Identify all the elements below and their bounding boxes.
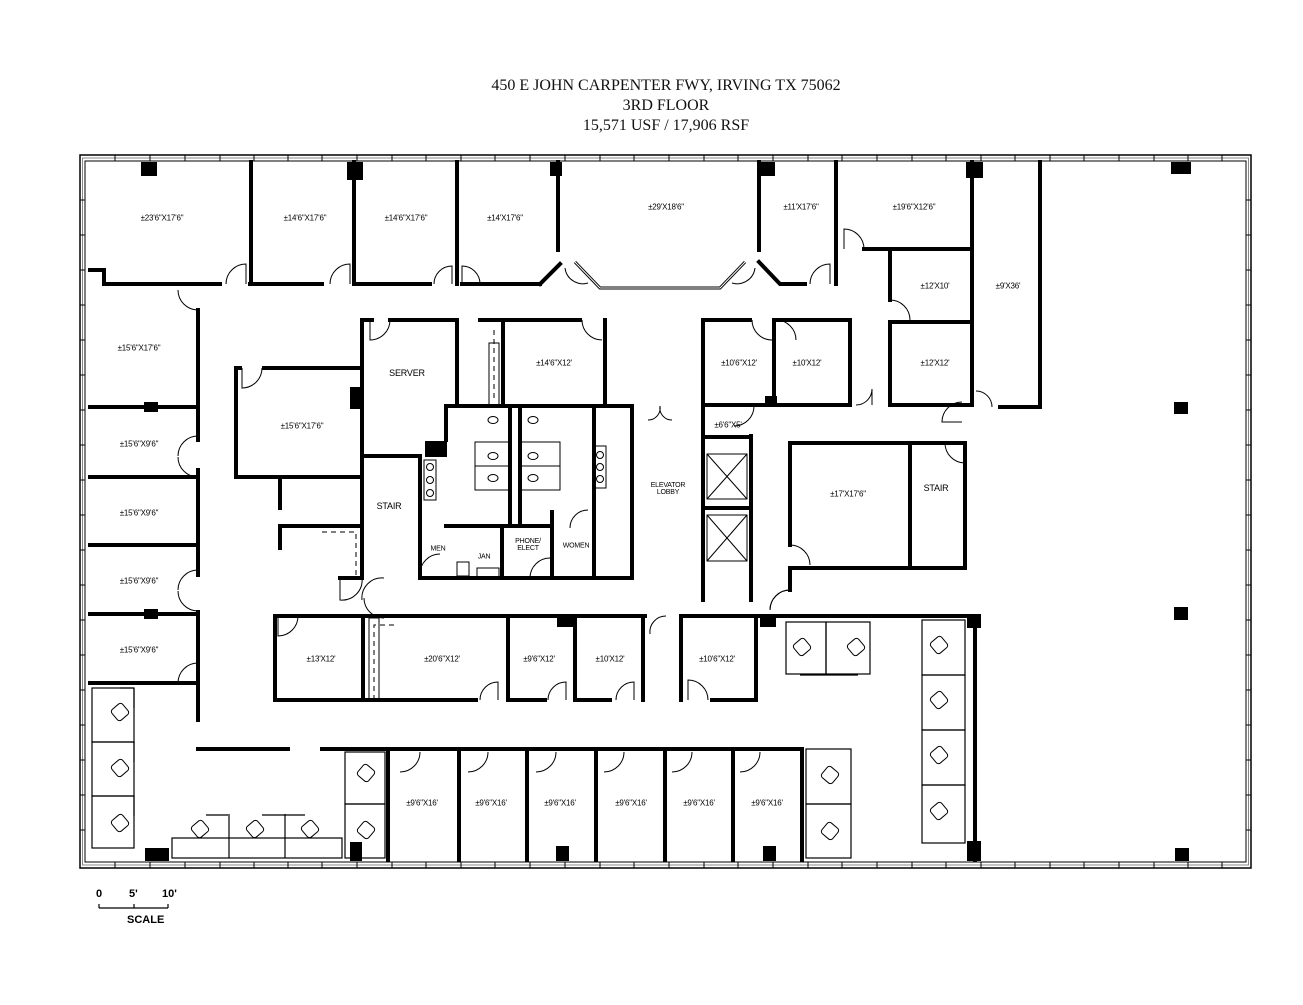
room-label-office-interior-w: ±15'6"X17'6" <box>280 421 324 431</box>
room-label-conference-north: ±29'X18'6" <box>648 202 684 212</box>
window-mullions <box>80 155 1251 868</box>
scale-legend: 0 5' 10' SCALE <box>88 888 188 938</box>
room-label-office-s1: ±9'6"X16' <box>406 798 438 808</box>
room-label-office-n4: ±14'X17'6" <box>487 213 523 223</box>
room-label-office-9-6x12: ±9'6"X12' <box>523 654 555 664</box>
room-label-office-n2: ±14'6"X17'6" <box>283 213 327 223</box>
room-label-office-10x12-s: ±10'X12' <box>595 654 625 664</box>
scale-label: SCALE <box>127 914 165 926</box>
room-label-office-12x10: ±12'X10' <box>920 281 950 291</box>
room-label-men: MEN <box>430 545 446 553</box>
interior-walls <box>88 160 1042 862</box>
room-label-office-13x12: ±13'X12' <box>306 654 336 664</box>
room-label-office-nw-corner: ±23'6"X17'6" <box>140 213 184 223</box>
address-title: 450 E JOHN CARPENTER FWY, IRVING TX 7506… <box>491 77 841 94</box>
room-label-office-10x12-n: ±10'X12' <box>792 358 822 368</box>
scale-tick-5: 5' <box>129 888 138 900</box>
room-label-women: WOMEN <box>562 542 590 550</box>
room-label-office-s3: ±9'6"X16' <box>544 798 576 808</box>
room-label-office-n6: ±11'X17'6" <box>783 202 819 212</box>
room-label-server: SERVER <box>389 368 425 378</box>
room-label-office-10-6x12-n: ±10'6"X12' <box>721 358 757 368</box>
workstations <box>91 619 966 859</box>
room-label-closet-6x5: ±6'6"X5' <box>714 420 742 430</box>
exterior-wall <box>79 154 1252 869</box>
room-label-office-14x12: ±14'6"X12' <box>536 358 572 368</box>
room-label-office-s4: ±9'6"X16' <box>615 798 647 808</box>
counter-dashes <box>322 330 495 700</box>
room-label-office-17x17: ±17'X17'6" <box>830 489 866 499</box>
room-label-office-n7: ±19'6"X12'6" <box>892 202 936 212</box>
task-chairs <box>110 635 949 841</box>
plan-title-block: 450 E JOHN CARPENTER FWY, IRVING TX 7506… <box>0 76 1303 136</box>
scale-tick-0: 0 <box>96 888 103 900</box>
room-label-office-s2: ±9'6"X16' <box>475 798 507 808</box>
scale-bar <box>98 904 169 909</box>
room-label-office-12x12: ±12'X12' <box>920 358 950 368</box>
area-summary: 15,571 USF / 17,906 RSF <box>582 117 750 134</box>
scale-tick-10: 10' <box>162 888 177 900</box>
room-label-office-w1: ±15'6"X17'6" <box>117 343 161 353</box>
room-label-office-w4: ±15'6"X9'6" <box>119 576 159 586</box>
room-label-stair-east: STAIR <box>923 483 949 493</box>
conference-front-glass <box>573 260 747 290</box>
room-label-phone-elect: PHONE/ ELECT <box>515 538 541 552</box>
room-label-stair-west: STAIR <box>376 501 402 511</box>
door-swings <box>177 228 993 773</box>
floor-title: 3RD FLOOR <box>622 97 710 114</box>
elevator-shafts <box>706 453 748 562</box>
room-label-office-w2: ±15'6"X9'6" <box>119 439 159 449</box>
room-label-office-w3: ±15'6"X9'6" <box>119 508 159 518</box>
room-label-office-s5: ±9'6"X16' <box>683 798 715 808</box>
room-label-janitor: JAN <box>477 553 491 561</box>
room-label-office-n3: ±14'6"X17'6" <box>384 213 428 223</box>
room-label-elevator-lobby: ELEVATOR LOBBY <box>650 482 686 496</box>
room-label-office-20x12: ±20'6"X12' <box>424 654 460 664</box>
room-label-office-w5: ±15'6"X9'6" <box>119 645 159 655</box>
restroom-fixtures <box>368 342 607 701</box>
room-label-office-10-6x12-s: ±10'6"X12' <box>699 654 735 664</box>
room-label-office-s6: ±9'6"X16' <box>751 798 783 808</box>
room-label-office-9x36: ±9'X36' <box>995 281 1021 291</box>
